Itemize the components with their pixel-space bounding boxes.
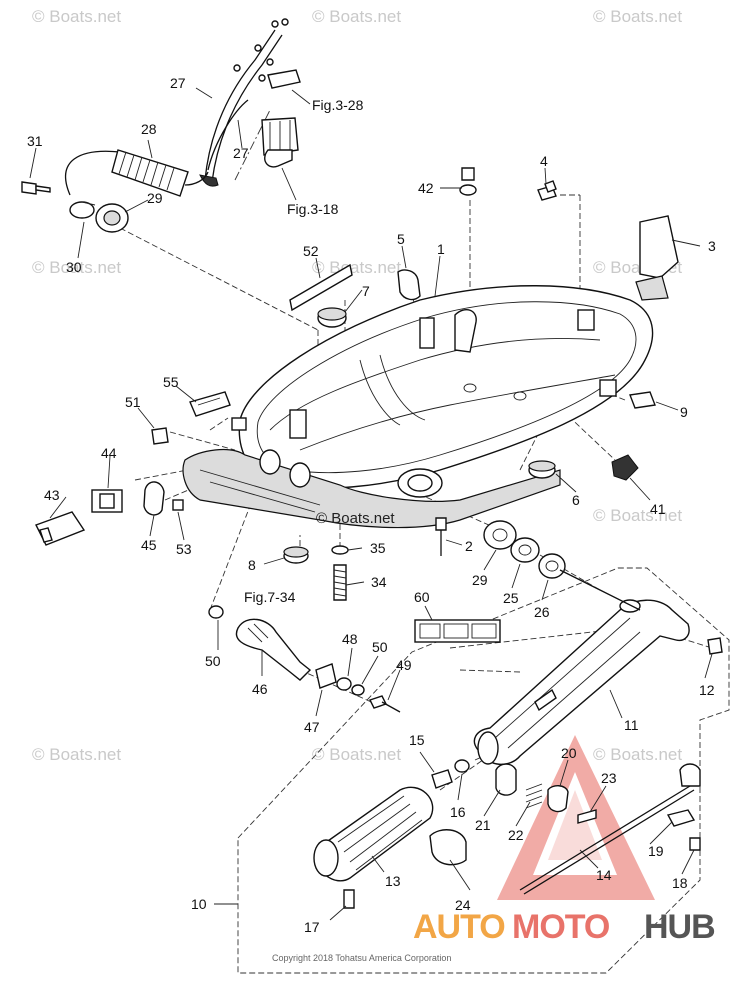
part-label: 25 — [503, 590, 519, 606]
part-label: 9 — [680, 404, 688, 420]
part-label: 29 — [472, 572, 488, 588]
watermark: © Boats.net — [312, 258, 401, 277]
part-label: 43 — [44, 487, 60, 503]
part-label: 1 — [437, 241, 445, 257]
part-label: 2 — [465, 538, 473, 554]
copyright-text: Copyright 2018 Tohatsu America Corporati… — [272, 953, 451, 963]
part-label: 34 — [371, 574, 387, 590]
part-label: 52 — [303, 243, 319, 259]
throttle-linkage — [199, 18, 301, 187]
part-label: 12 — [699, 682, 715, 698]
part-label: 44 — [101, 445, 117, 461]
part-label: 49 — [396, 657, 412, 673]
part-label: 21 — [475, 817, 491, 833]
watermark: © Boats.net — [32, 745, 121, 764]
part-label: 20 — [561, 745, 577, 761]
part-label: 27 — [233, 145, 249, 161]
part-label: 18 — [672, 875, 688, 891]
part-label: 35 — [370, 540, 386, 556]
watermark: © Boats.net — [312, 745, 401, 764]
part-label: 45 — [141, 537, 157, 553]
part-label: 26 — [534, 604, 550, 620]
part-label: 46 — [252, 681, 268, 697]
brand-logo-triangle — [497, 735, 655, 900]
watermark: © Boats.net — [312, 7, 401, 26]
part-label: 5 — [397, 231, 405, 247]
watermark: © Boats.net — [316, 510, 395, 527]
small-parts-top — [317, 167, 679, 481]
watermark-layer: © Boats.net © Boats.net © Boats.net © Bo… — [32, 7, 682, 764]
part-label: 51 — [125, 394, 141, 410]
part-label: 50 — [205, 653, 221, 669]
watermark: © Boats.net — [593, 745, 682, 764]
part-label: 27 — [170, 75, 186, 91]
part-label: 29 — [147, 190, 163, 206]
part-label: 16 — [450, 804, 466, 820]
part-label: 13 — [385, 873, 401, 889]
part-label: 4 — [540, 153, 548, 169]
choke-knob-assembly — [21, 149, 209, 233]
part-label: 30 — [66, 259, 82, 275]
part-label: 3 — [708, 238, 716, 254]
part-label: 19 — [648, 843, 664, 859]
middle-hardware — [283, 517, 566, 601]
part-label: 47 — [304, 719, 320, 735]
part-label: 23 — [601, 770, 617, 786]
brand-text: MOTO — [512, 908, 610, 946]
decal-part — [289, 263, 353, 312]
part-label: 14 — [596, 867, 612, 883]
part-label: 6 — [572, 492, 580, 508]
part-label: 22 — [508, 827, 524, 843]
watermark: © Boats.net — [32, 7, 121, 26]
part-label: 60 — [414, 589, 430, 605]
group-boundary — [237, 567, 730, 974]
part-label: 42 — [418, 180, 434, 196]
throttle-grip-parts — [313, 637, 723, 909]
figure-reference: Fig.3-18 — [287, 201, 339, 217]
part-label: 8 — [248, 557, 256, 573]
figure-reference: Fig.3-28 — [312, 97, 364, 113]
watermark: © Boats.net — [593, 7, 682, 26]
part-label: 17 — [304, 919, 320, 935]
watermark: © Boats.net — [32, 258, 121, 277]
part-label: 41 — [650, 501, 666, 517]
part-label: 55 — [163, 374, 179, 390]
part-label: 28 — [141, 121, 157, 137]
bottom-cowl — [182, 285, 654, 529]
figure-reference: Fig.7-34 — [244, 589, 296, 605]
part-label: 24 — [455, 897, 471, 913]
brand-text: AUTO — [413, 908, 505, 946]
part-label: 53 — [176, 541, 192, 557]
part-label: 10 — [191, 896, 207, 912]
part-label: 11 — [624, 717, 639, 733]
brand-wordmark: AUTO MOTO HUB — [413, 908, 716, 946]
part-label: 31 — [27, 133, 43, 149]
caution-label-decal — [414, 619, 501, 643]
watermark: © Boats.net — [593, 506, 682, 525]
left-side-parts — [35, 391, 231, 546]
part-label: 48 — [342, 631, 358, 647]
leader-lines — [29, 87, 713, 921]
part-label: 7 — [362, 283, 370, 299]
part-label: 50 — [372, 639, 388, 655]
tiller-arm — [473, 569, 690, 765]
part-number-labels: 27 27 28 31 29 30 Fig.3-28 Fig.3-18 52 7… — [27, 75, 716, 935]
part-label: 15 — [409, 732, 425, 748]
brand-text: HUB — [644, 908, 715, 946]
shift-lever-parts — [208, 605, 401, 713]
